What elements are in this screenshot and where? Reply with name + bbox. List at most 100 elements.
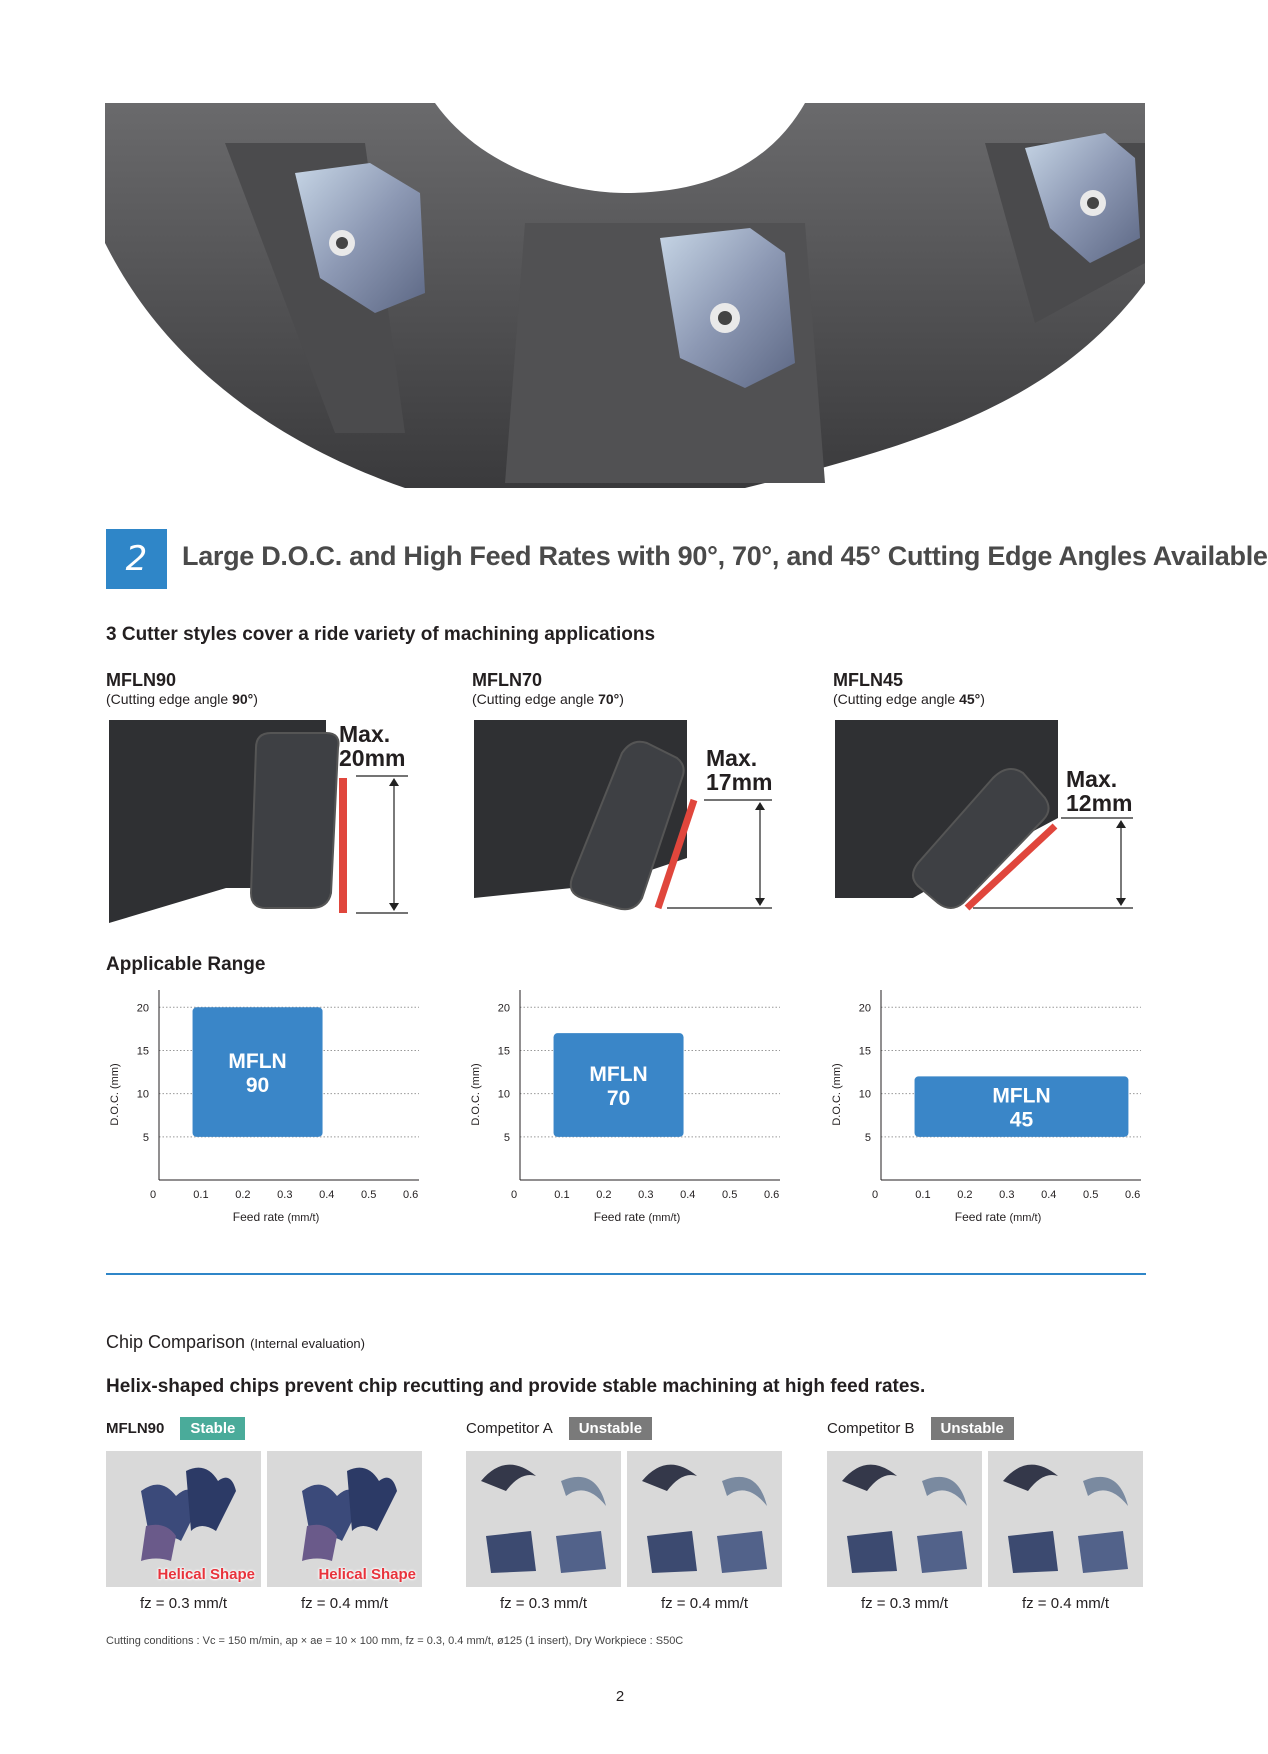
range-label-line1: MFLN <box>228 1050 286 1073</box>
x-tick-label: 0.3 <box>999 1189 1014 1201</box>
mfln70-illustration <box>474 720 772 911</box>
x-axis-label: Feed rate (mm/t) <box>233 1210 319 1224</box>
chips-image <box>627 1451 782 1587</box>
x-axis-label: Feed rate (mm/t) <box>594 1210 680 1224</box>
chip-photo <box>466 1451 621 1587</box>
applicable-range-title: Applicable Range <box>106 954 266 975</box>
x-tick-label: 0.3 <box>277 1189 292 1201</box>
cutter-name: MFLN70 <box>472 670 543 690</box>
cutter-angle-note: (Cutting edge angle 90°) <box>106 691 258 707</box>
x-tick-label: 0.6 <box>403 1189 418 1201</box>
feed-rate-caption: fz = 0.3 mm/t <box>139 1595 228 1612</box>
feed-rate-caption: fz = 0.4 mm/t <box>300 1595 389 1612</box>
chips-image <box>466 1451 621 1587</box>
x-tick-label: 0.6 <box>764 1189 779 1201</box>
y-axis-label: D.O.C. (mm) <box>109 1063 121 1125</box>
mfln70-max-doc: Max.17mm <box>706 745 773 795</box>
y-tick-label: 20 <box>137 1002 149 1014</box>
y-tick-label: 10 <box>137 1089 149 1101</box>
y-tick-label: 20 <box>498 1002 510 1014</box>
feed-rate-caption: fz = 0.4 mm/t <box>660 1595 749 1612</box>
x-tick-label: 0.2 <box>596 1189 611 1201</box>
chip-photo: Helical Shape <box>106 1451 261 1587</box>
x-tick-label: 0 <box>150 1189 156 1201</box>
chip-group-header: Competitor B Unstable <box>827 1417 1014 1440</box>
x-tick-label: 0.1 <box>554 1189 569 1201</box>
cutter-mfln45-header: MFLN45 (Cutting edge angle 45°) <box>833 670 985 707</box>
stability-tag: Stable <box>180 1417 246 1440</box>
x-tick-label: 0.1 <box>915 1189 930 1201</box>
y-tick-label: 15 <box>498 1045 510 1057</box>
chip-photo <box>988 1451 1143 1587</box>
page-number: 2 <box>615 1688 625 1705</box>
x-tick-label: 0.5 <box>722 1189 737 1201</box>
x-tick-label: 0 <box>511 1189 517 1201</box>
x-tick-label: 0.5 <box>361 1189 376 1201</box>
chips-image <box>106 1451 261 1587</box>
mfln45-illustration <box>835 720 1133 911</box>
y-tick-label: 15 <box>137 1045 149 1057</box>
chip-group-name: Competitor B <box>827 1420 915 1437</box>
chip-group-header: MFLN90 Stable <box>106 1417 246 1440</box>
range-label-line2: 45 <box>1010 1109 1034 1132</box>
y-tick-label: 5 <box>504 1132 510 1144</box>
x-tick-label: 0.3 <box>638 1189 653 1201</box>
cutter-mfln70-header: MFLN70 (Cutting edge angle 70°) <box>472 670 624 707</box>
y-tick-label: 10 <box>498 1089 510 1101</box>
chips-image <box>988 1451 1143 1587</box>
x-tick-label: 0.6 <box>1125 1189 1140 1201</box>
range-label-line2: 70 <box>607 1087 630 1110</box>
x-tick-label: 0.2 <box>957 1189 972 1201</box>
section-title: Large D.O.C. and High Feed Rates with 90… <box>182 541 1268 571</box>
x-tick-label: 0.4 <box>319 1189 334 1201</box>
applicable-range-box <box>553 1033 684 1137</box>
chip-group-header: Competitor A Unstable <box>466 1417 653 1440</box>
y-tick-label: 5 <box>865 1132 871 1144</box>
chips-image <box>827 1451 982 1587</box>
x-tick-label: 0.2 <box>235 1189 250 1201</box>
mfln90-max-doc: Max.20mm <box>339 721 406 771</box>
cutter-angle-note: (Cutting edge angle 70°) <box>472 691 624 707</box>
feed-rate-caption: fz = 0.4 mm/t <box>1021 1595 1110 1612</box>
cutter-name: MFLN45 <box>833 670 904 690</box>
mfln90-illustration <box>109 720 408 923</box>
y-tick-label: 20 <box>859 1002 871 1014</box>
x-tick-label: 0.5 <box>1083 1189 1098 1201</box>
y-tick-label: 15 <box>859 1045 871 1057</box>
helical-shape-label: Helical Shape <box>157 1566 255 1583</box>
chip-photo: Helical Shape <box>267 1451 422 1587</box>
y-tick-label: 5 <box>143 1132 149 1144</box>
x-tick-label: 0.4 <box>1041 1189 1056 1201</box>
cutter-mfln90-header: MFLN90 (Cutting edge angle 90°) <box>106 670 258 707</box>
chip-comparison-title: Chip Comparison (Internal evaluation) <box>106 1332 365 1352</box>
y-axis-label: D.O.C. (mm) <box>831 1063 843 1125</box>
chip-group-name: MFLN90 <box>106 1420 165 1437</box>
applicable-range-box <box>192 1007 323 1137</box>
y-tick-label: 10 <box>859 1089 871 1101</box>
stability-tag: Unstable <box>930 1417 1014 1440</box>
x-tick-label: 0 <box>872 1189 878 1201</box>
x-tick-label: 0.1 <box>193 1189 208 1201</box>
feed-rate-caption: fz = 0.3 mm/t <box>499 1595 588 1612</box>
chip-group-name: Competitor A <box>466 1420 553 1437</box>
cutter-name: MFLN90 <box>106 670 177 690</box>
cutting-conditions: Cutting conditions : Vc = 150 m/min, ap … <box>106 1635 684 1647</box>
range-label-line1: MFLN <box>992 1085 1050 1108</box>
x-axis-label: Feed rate (mm/t) <box>955 1210 1041 1224</box>
feed-rate-caption: fz = 0.3 mm/t <box>860 1595 949 1612</box>
cutter-angle-note: (Cutting edge angle 45°) <box>833 691 985 707</box>
range-label-line1: MFLN <box>589 1063 647 1086</box>
helical-shape-label: Helical Shape <box>318 1566 416 1583</box>
milling-cutter-photo <box>105 103 1145 495</box>
chip-photo <box>827 1451 982 1587</box>
range-label-line2: 90 <box>246 1074 269 1097</box>
chip-comparison-subtitle: Helix-shaped chips prevent chip recuttin… <box>106 1376 926 1397</box>
chip-photo <box>627 1451 782 1587</box>
chips-image <box>267 1451 422 1587</box>
x-tick-label: 0.4 <box>680 1189 695 1201</box>
section-divider <box>106 1273 1146 1275</box>
stability-tag: Unstable <box>568 1417 653 1440</box>
